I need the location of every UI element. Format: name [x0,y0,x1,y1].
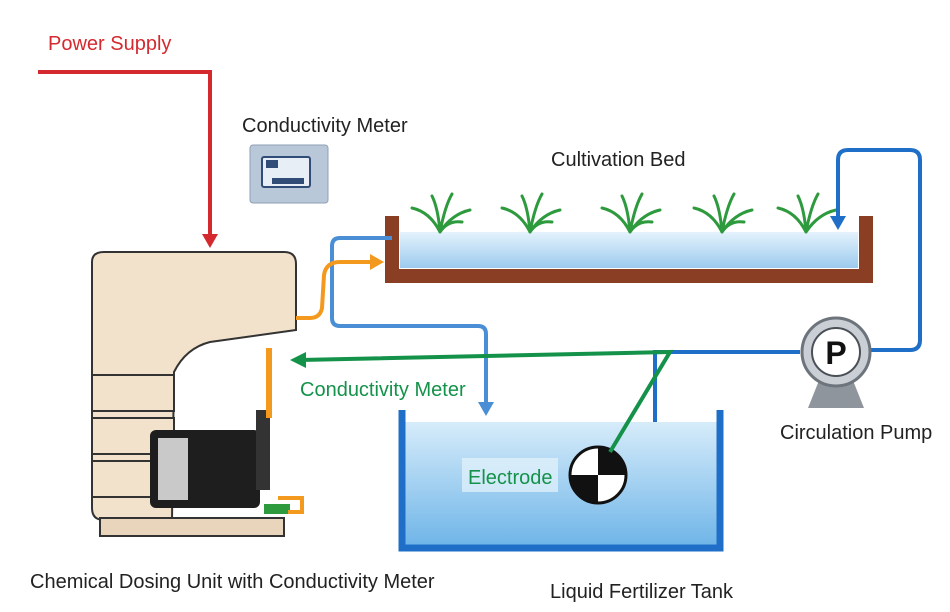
conductivity-meter-label: Conductivity Meter [242,115,408,137]
chemical-dosing-unit [91,251,297,537]
plants [410,192,838,234]
liquid-fertilizer-tank [398,410,724,552]
conductivity-meter-device [249,144,329,204]
electrode-label-bg [462,458,558,492]
cultivation-bed [385,216,873,283]
cultivation-bed-label: Cultivation Bed [551,149,686,171]
electrode-label: Electrode [468,467,553,489]
circulation-pump-icon [800,316,872,408]
conductivity-signal-label: Conductivity Meter [300,379,466,401]
return-water-line [830,148,922,352]
dosing-line [278,254,384,514]
circulation-pump-label: Circulation Pump [780,422,932,444]
power-supply-label: Power Supply [48,33,171,55]
conductivity-signal-line [290,349,674,454]
power-supply-line [38,70,218,248]
dosing-unit-label: Chemical Dosing Unit with Conductivity M… [30,571,435,593]
drain-water-line [330,236,494,416]
pump-letter: P [825,335,846,371]
fertilizer-tank-label: Liquid Fertilizer Tank [550,581,734,603]
electrode-icon [568,445,628,505]
